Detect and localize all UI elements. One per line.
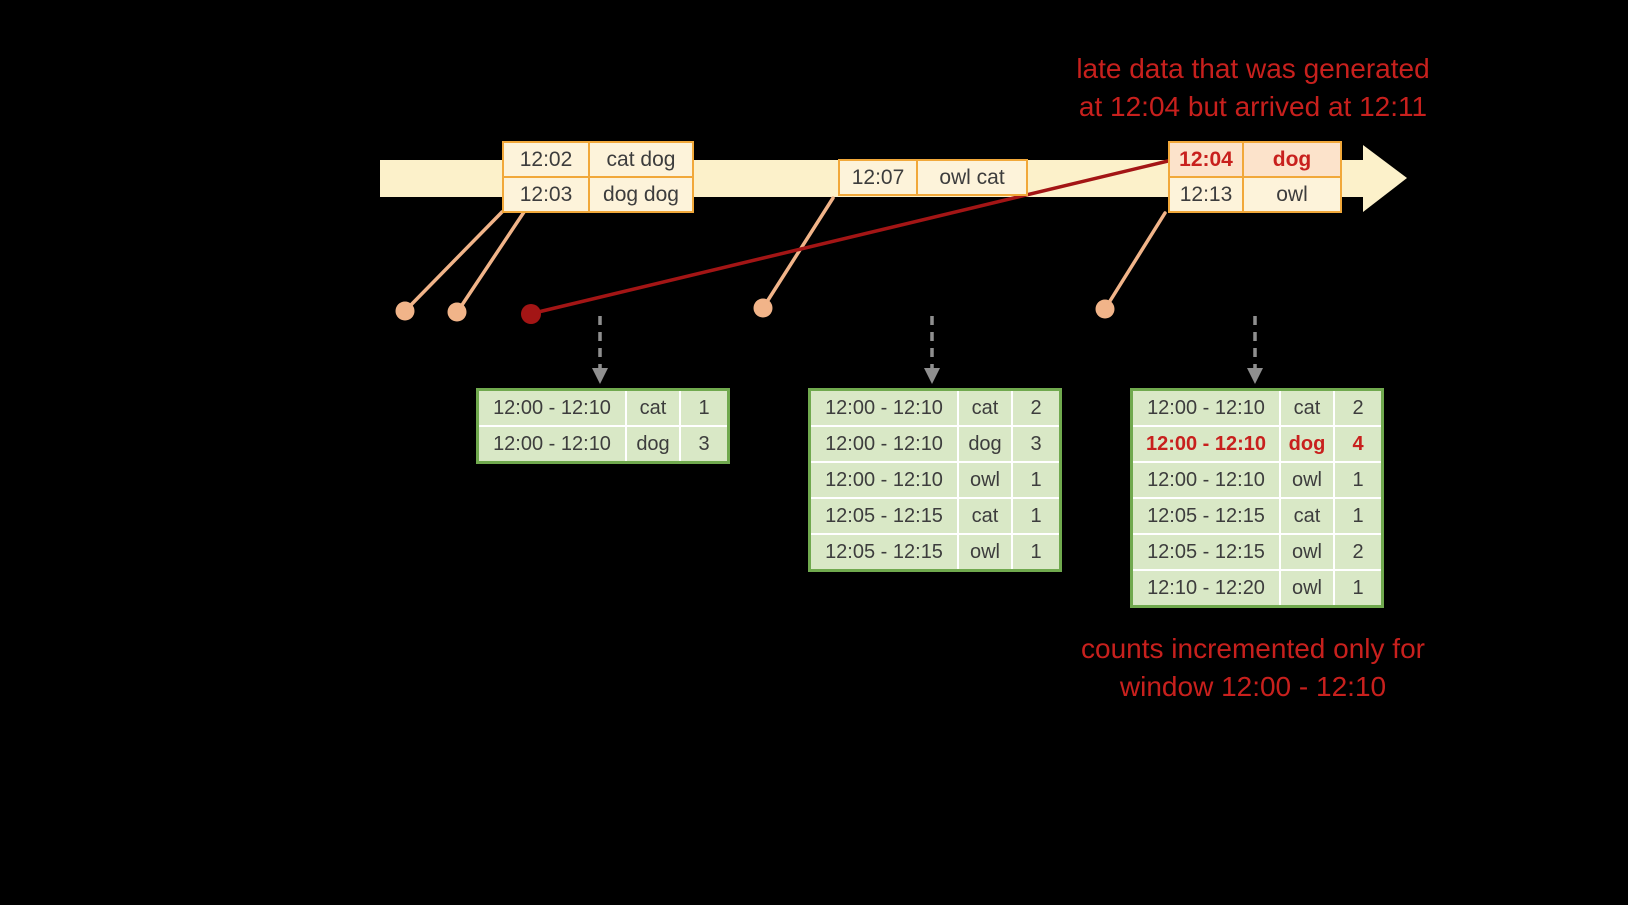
event-arrival-dot: [395, 301, 415, 321]
record-words: cat dog: [588, 141, 694, 178]
late-data-connector-line: [532, 159, 1170, 315]
record-time: 12:04: [1168, 141, 1244, 178]
result-window: 12:05 - 12:15: [811, 499, 957, 533]
result-count: 1: [681, 391, 727, 425]
result-word: owl: [959, 463, 1011, 497]
late-data-annotation-line1: late data that was generated: [1076, 53, 1430, 84]
trigger-arrowhead: [592, 368, 608, 384]
record-time: 12:02: [502, 141, 590, 178]
late-data-annotation-line2: at 12:04 but arrived at 12:11: [1078, 91, 1428, 122]
result-word: owl: [1281, 535, 1333, 569]
result-window: 12:10 - 12:20: [1133, 571, 1279, 605]
result-word: owl: [1281, 571, 1333, 605]
record-time: 12:03: [502, 176, 590, 213]
result-count: 2: [1335, 535, 1381, 569]
result-window: 12:05 - 12:15: [811, 535, 957, 569]
result-word: owl: [1281, 463, 1333, 497]
event-arrival-dot: [1095, 299, 1115, 319]
result-window: 12:00 - 12:10: [1133, 391, 1279, 425]
result-window: 12:00 - 12:10: [479, 391, 625, 425]
result-word: dog: [1281, 427, 1333, 461]
result-window: 12:05 - 12:15: [1133, 499, 1279, 533]
result-word: cat: [959, 391, 1011, 425]
result-word: cat: [1281, 391, 1333, 425]
result-window: 12:05 - 12:15: [1133, 535, 1279, 569]
result-count: 1: [1335, 499, 1381, 533]
result-count: 1: [1013, 463, 1059, 497]
result-count: 2: [1335, 391, 1381, 425]
result-window: 12:00 - 12:10: [479, 427, 625, 461]
event-connector-line: [1103, 211, 1167, 311]
trigger-arrowhead: [924, 368, 940, 384]
record-time: 12:13: [1168, 176, 1244, 213]
result-count: 1: [1335, 463, 1381, 497]
result-word: cat: [627, 391, 679, 425]
result-window: 12:00 - 12:10: [1133, 427, 1279, 461]
result-window: 12:00 - 12:10: [811, 427, 957, 461]
event-connector-line: [456, 210, 526, 313]
result-count: 2: [1013, 391, 1059, 425]
result-window: 12:00 - 12:10: [1133, 463, 1279, 497]
event-arrival-dot: [753, 298, 773, 318]
trigger-arrowhead: [1247, 368, 1263, 384]
result-window: 12:00 - 12:10: [811, 391, 957, 425]
result-word: cat: [1281, 499, 1333, 533]
record-time: 12:07: [838, 159, 918, 196]
late-event-arrival-dot: [521, 304, 541, 324]
counts-annotation-line1: counts incremented only for: [1081, 633, 1425, 664]
record-words: dog dog: [588, 176, 694, 213]
result-count: 1: [1335, 571, 1381, 605]
result-word: owl: [959, 535, 1011, 569]
result-word: dog: [627, 427, 679, 461]
result-window: 12:00 - 12:10: [811, 463, 957, 497]
counts-annotation: counts incremented only for window 12:00…: [1023, 630, 1483, 706]
event-arrival-dot: [447, 302, 467, 322]
counts-annotation-line2: window 12:00 - 12:10: [1119, 671, 1387, 702]
event-timeline-arrowhead: [1363, 145, 1407, 212]
result-count: 4: [1335, 427, 1381, 461]
result-word: dog: [959, 427, 1011, 461]
late-data-annotation: late data that was generated at 12:04 bu…: [1023, 50, 1483, 126]
result-count: 1: [1013, 499, 1059, 533]
event-connector-line: [404, 210, 504, 312]
record-words: owl: [1242, 176, 1342, 213]
result-word: cat: [959, 499, 1011, 533]
record-words: owl cat: [916, 159, 1028, 196]
result-count: 3: [1013, 427, 1059, 461]
result-count: 3: [681, 427, 727, 461]
result-count: 1: [1013, 535, 1059, 569]
event-connector-line: [761, 196, 835, 310]
record-words: dog: [1242, 141, 1342, 178]
